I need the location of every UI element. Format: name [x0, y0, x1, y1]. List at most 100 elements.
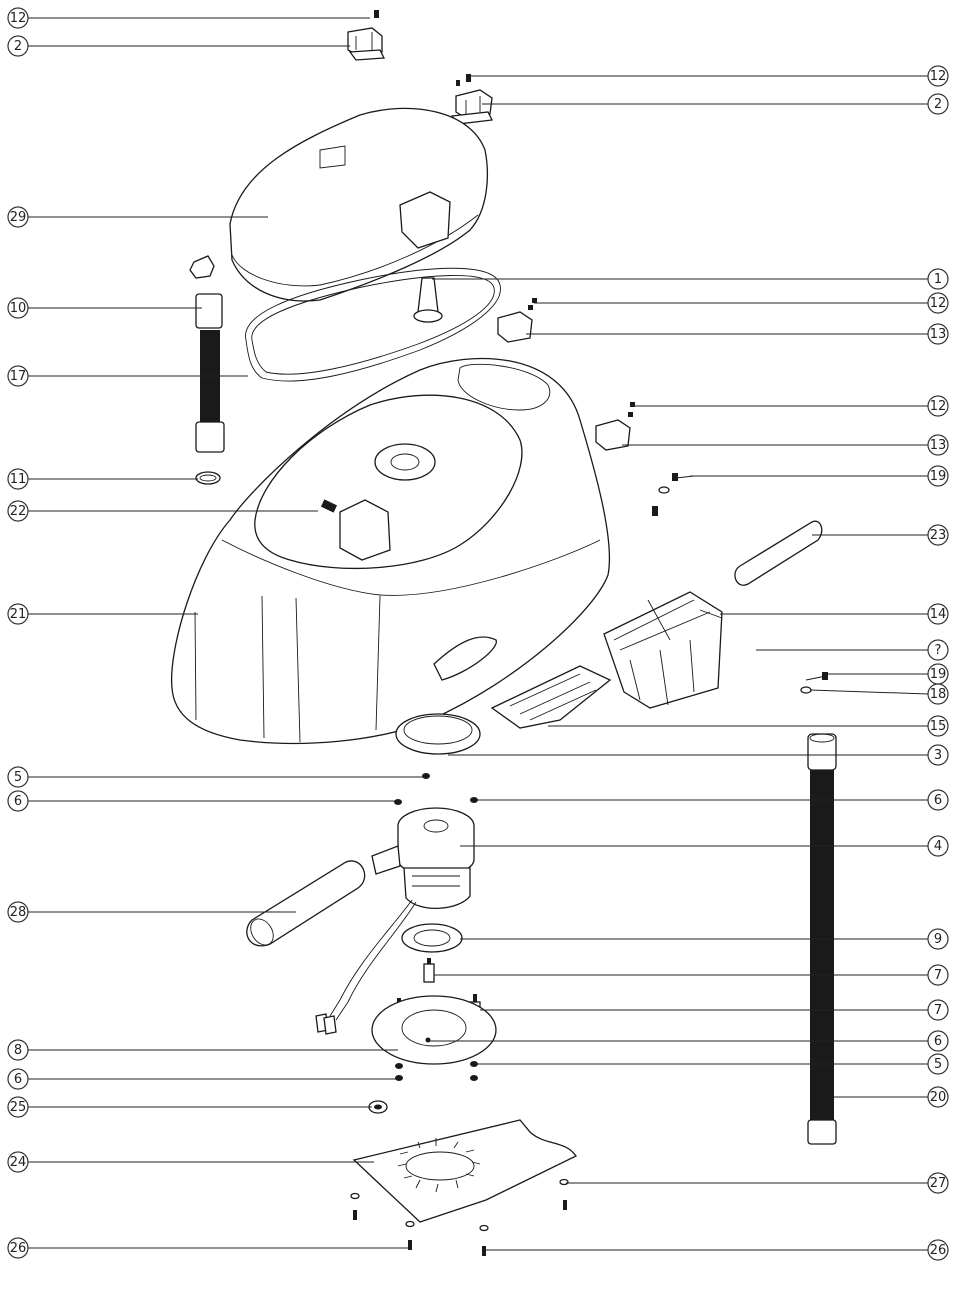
- callout-27: 27: [566, 1172, 949, 1194]
- callout-19-b: 19: [828, 663, 949, 685]
- callout-15: 15: [548, 715, 949, 737]
- gasket-part-9: [401, 923, 463, 953]
- callout-circle: [7, 603, 29, 625]
- callout-number: 21: [10, 607, 27, 622]
- screws-part-19: [652, 473, 828, 681]
- callout-number: 12: [930, 296, 947, 311]
- leader-line: [809, 689, 929, 695]
- callout-number: 19: [930, 469, 947, 484]
- callout-2-a: 2: [7, 35, 350, 57]
- callout-number: 10: [10, 301, 27, 316]
- callout-number: 23: [930, 528, 947, 543]
- callout-12-a: 12: [7, 7, 370, 29]
- callout-circle: [927, 835, 949, 857]
- callout-circle: [927, 465, 949, 487]
- callout-number: 2: [14, 39, 22, 54]
- screws-parts-26-27: [350, 1178, 569, 1256]
- callout-number: 6: [934, 1034, 942, 1049]
- callout-circle: [927, 65, 949, 87]
- callout-circle: [7, 1039, 29, 1061]
- callout-circle: [7, 206, 29, 228]
- callout-number: 9: [934, 932, 942, 947]
- callout-circle: [7, 766, 29, 788]
- callout-7-b: 7: [480, 999, 949, 1021]
- cone-fitting-part-1: [413, 277, 443, 323]
- callout-5-b: 5: [476, 1053, 949, 1075]
- callout-6-a: 6: [7, 790, 396, 812]
- callout-11: 11: [7, 468, 198, 490]
- callout-number: 6: [934, 793, 942, 808]
- callout-number: 5: [934, 1057, 942, 1072]
- callout-circle: [7, 468, 29, 490]
- clamp-part-11: [195, 471, 221, 485]
- callout-number: 29: [10, 210, 27, 225]
- callout-circle: [927, 524, 949, 546]
- callout-circle: [927, 1053, 949, 1075]
- callout-13-a: 13: [526, 323, 949, 345]
- callout-circle: [927, 268, 949, 290]
- callout-circle: [927, 928, 949, 950]
- callout-number: 1: [934, 272, 942, 287]
- callout-circle: [7, 7, 29, 29]
- callout-circle: [7, 1237, 29, 1259]
- callout-1: 1: [432, 268, 949, 290]
- callout-6-d: 6: [7, 1068, 396, 1090]
- callout-number: 13: [930, 327, 947, 342]
- callout-circle: [927, 639, 949, 661]
- callout-number: 2: [934, 97, 942, 112]
- callout-circle: [927, 1239, 949, 1261]
- callout-20: 20: [834, 1086, 949, 1108]
- callout-circle: [7, 500, 29, 522]
- callout-24: 24: [7, 1151, 374, 1173]
- callout-number: 14: [930, 607, 947, 622]
- callout-6-b: 6: [478, 789, 949, 811]
- callout-8: 8: [7, 1039, 398, 1061]
- callout-9: 9: [460, 928, 949, 950]
- callout-circle: [927, 1030, 949, 1052]
- callout-circle: [927, 292, 949, 314]
- callout-circle: [927, 93, 949, 115]
- callout-circle: [927, 1172, 949, 1194]
- callout-4: 4: [460, 835, 949, 857]
- callout-circle: [927, 395, 949, 417]
- hose-part-10: [189, 255, 225, 453]
- callout-23: 23: [812, 524, 949, 546]
- callout-3: 3: [448, 744, 949, 766]
- callout-number: 27: [930, 1176, 947, 1191]
- callout-number: ?: [935, 643, 942, 658]
- callout-circle: [7, 365, 29, 387]
- callout-6-c: 6: [430, 1030, 949, 1052]
- motor-part-4: [371, 807, 475, 910]
- callout-18: 18: [809, 683, 949, 705]
- callout-number: 11: [10, 472, 27, 487]
- callout-12-c: 12: [534, 292, 949, 314]
- callout-number: 28: [10, 905, 27, 920]
- callout-21: 21: [7, 603, 198, 625]
- callout-circle: [7, 297, 29, 319]
- clip-part-13-b: [595, 402, 635, 451]
- callout-14: 14: [720, 603, 949, 625]
- tray-part-15: [490, 665, 612, 729]
- callout-17: 17: [7, 365, 248, 387]
- lid-part-29: [229, 107, 489, 302]
- callout-number: 3: [934, 748, 942, 763]
- callout-circle: [927, 434, 949, 456]
- callout-number: 5: [14, 770, 22, 785]
- callout-number: 8: [14, 1043, 22, 1058]
- base-plate-part-24: [352, 1119, 577, 1223]
- callout-number: 4: [934, 839, 942, 854]
- callout-number: 15: [930, 719, 947, 734]
- callout-12-d: 12: [632, 395, 949, 417]
- callout-circle: [927, 603, 949, 625]
- callout-circle: [927, 323, 949, 345]
- callout-number: 13: [930, 438, 947, 453]
- clip-part-13-a: [497, 298, 537, 343]
- gasket-part-17: [245, 267, 501, 382]
- callout-circle: [7, 1096, 29, 1118]
- tube-part-23: [734, 520, 823, 586]
- callout-circle: [927, 683, 949, 705]
- wire-harness: [315, 899, 417, 1035]
- callout-number: 19: [930, 667, 947, 682]
- callout-circle: [7, 790, 29, 812]
